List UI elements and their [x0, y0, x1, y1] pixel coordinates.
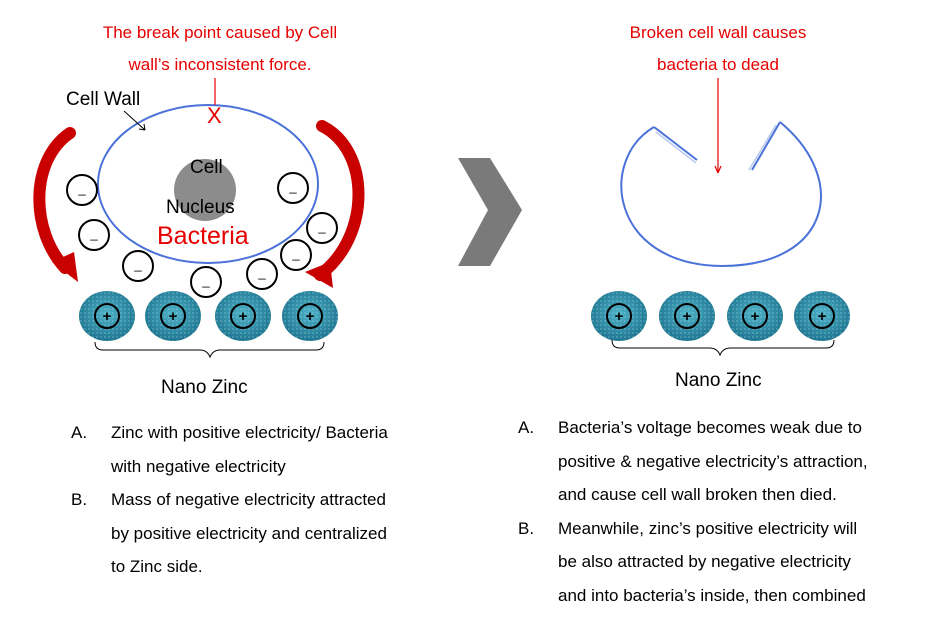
negative-sign: _	[89, 226, 98, 241]
list-line: Zinc with positive electricity/ Bacteria	[111, 423, 388, 442]
positive-sign: +	[818, 308, 827, 325]
broken-edge-right-inner	[748, 124, 777, 171]
force-arrow-left	[33, 127, 76, 274]
list-line: positive & negative electricity’s attrac…	[558, 451, 868, 471]
cell-wall-pointer	[123, 110, 146, 131]
left-cell-diagram: _ _ _ _ _ _ _ _ + + + +	[33, 78, 365, 359]
zinc-particle: +	[215, 291, 271, 341]
zinc-particles-right: + + + +	[591, 291, 850, 341]
positive-sign: +	[683, 308, 692, 325]
zinc-particle: +	[591, 291, 647, 341]
left-list-item-b: B. Mass of negative electricity attracte…	[71, 483, 451, 584]
negative-charge: _	[280, 239, 312, 271]
bacteria-label: Bacteria	[157, 222, 249, 250]
nucleus-label: Nucleus	[166, 197, 235, 218]
force-arrowhead-left	[52, 252, 78, 282]
positive-sign: +	[615, 308, 624, 325]
negative-charge: _	[122, 250, 154, 282]
force-arrow-right	[314, 120, 365, 281]
list-line: Meanwhile, zinc’s positive electricity w…	[558, 518, 858, 538]
list-line: and cause cell wall broken then died.	[558, 485, 837, 504]
force-arrowhead-right	[305, 262, 333, 288]
list-line: by positive electricity and centralized	[111, 523, 387, 543]
zinc-particle: +	[145, 291, 201, 341]
negative-sign: _	[257, 265, 266, 280]
right-caption: Broken cell wall causes bacteria to dead	[578, 17, 858, 81]
zinc-particle: +	[727, 291, 783, 341]
right-caption-line1: Broken cell wall causes	[629, 23, 807, 42]
left-nano-zinc-label: Nano Zinc	[161, 377, 248, 398]
right-cell-diagram: + + + +	[591, 78, 850, 357]
list-marker: B.	[71, 490, 88, 509]
break-mark: X	[207, 103, 222, 128]
cell-wall-left	[97, 104, 319, 264]
right-list-item-b: B. Meanwhile, zinc’s positive electricit…	[518, 512, 938, 613]
negative-charge: _	[277, 172, 309, 204]
brace-right	[611, 339, 835, 357]
list-marker: B.	[518, 518, 535, 538]
left-caption-line1: The break point caused by Cell	[102, 23, 338, 42]
positive-sign: +	[169, 308, 178, 325]
nucleus	[174, 159, 236, 221]
right-list-item-a: A. Bacteria’s voltage becomes weak due t…	[518, 411, 938, 512]
zinc-particle: +	[79, 291, 135, 341]
right-nano-zinc-label: Nano Zinc	[675, 370, 762, 391]
zinc-particle: +	[282, 291, 338, 341]
list-line: Bacteria’s voltage becomes weak due to	[558, 418, 862, 437]
negative-charge: _	[306, 212, 338, 244]
left-list-item-a: A. Zinc with positive electricity/ Bacte…	[71, 416, 451, 483]
right-explanation-list: A. Bacteria’s voltage becomes weak due t…	[518, 411, 938, 612]
positive-sign: +	[306, 308, 315, 325]
broken-edge-left-inner	[655, 131, 697, 164]
list-line: be also attracted by negative electricit…	[558, 552, 851, 571]
cell-wall-label: Cell Wall	[66, 89, 141, 110]
brace-left	[94, 341, 325, 359]
cell-label: Cell	[190, 157, 223, 178]
zinc-particles-left: + + + +	[79, 291, 338, 341]
left-caption: The break point caused by Cell wall’s in…	[60, 17, 380, 81]
left-explanation-list: A. Zinc with positive electricity/ Bacte…	[71, 416, 451, 584]
negative-sign: _	[201, 273, 210, 288]
right-caption-line2: bacteria to dead	[657, 55, 779, 74]
negative-charges: _ _ _ _ _ _ _ _	[66, 172, 338, 298]
negative-charge: _	[246, 258, 278, 290]
negative-sign: _	[133, 257, 142, 272]
list-line: and into bacteria’s inside, then combine…	[558, 585, 866, 605]
positive-sign: +	[103, 308, 112, 325]
positive-sign: +	[751, 308, 760, 325]
zinc-particle: +	[659, 291, 715, 341]
list-line: Mass of negative electricity attracted	[111, 490, 386, 509]
negative-charge: _	[66, 174, 98, 206]
chevron-arrow	[458, 158, 522, 266]
negative-sign: _	[291, 246, 300, 261]
broken-cell-wall	[620, 121, 822, 268]
list-marker: A.	[71, 423, 88, 442]
negative-sign: _	[317, 219, 326, 234]
list-line: with negative electricity	[111, 456, 286, 476]
zinc-particle: +	[794, 291, 850, 341]
positive-sign: +	[239, 308, 248, 325]
list-line: to Zinc side.	[111, 557, 203, 576]
negative-charge: _	[190, 266, 222, 298]
negative-sign: _	[77, 181, 86, 196]
negative-charge: _	[78, 219, 110, 251]
negative-sign: _	[288, 179, 297, 194]
broken-edge-left	[653, 126, 698, 161]
list-marker: A.	[518, 418, 535, 437]
left-caption-line2: wall’s inconsistent force.	[128, 55, 312, 74]
broken-edge-right	[751, 121, 781, 171]
